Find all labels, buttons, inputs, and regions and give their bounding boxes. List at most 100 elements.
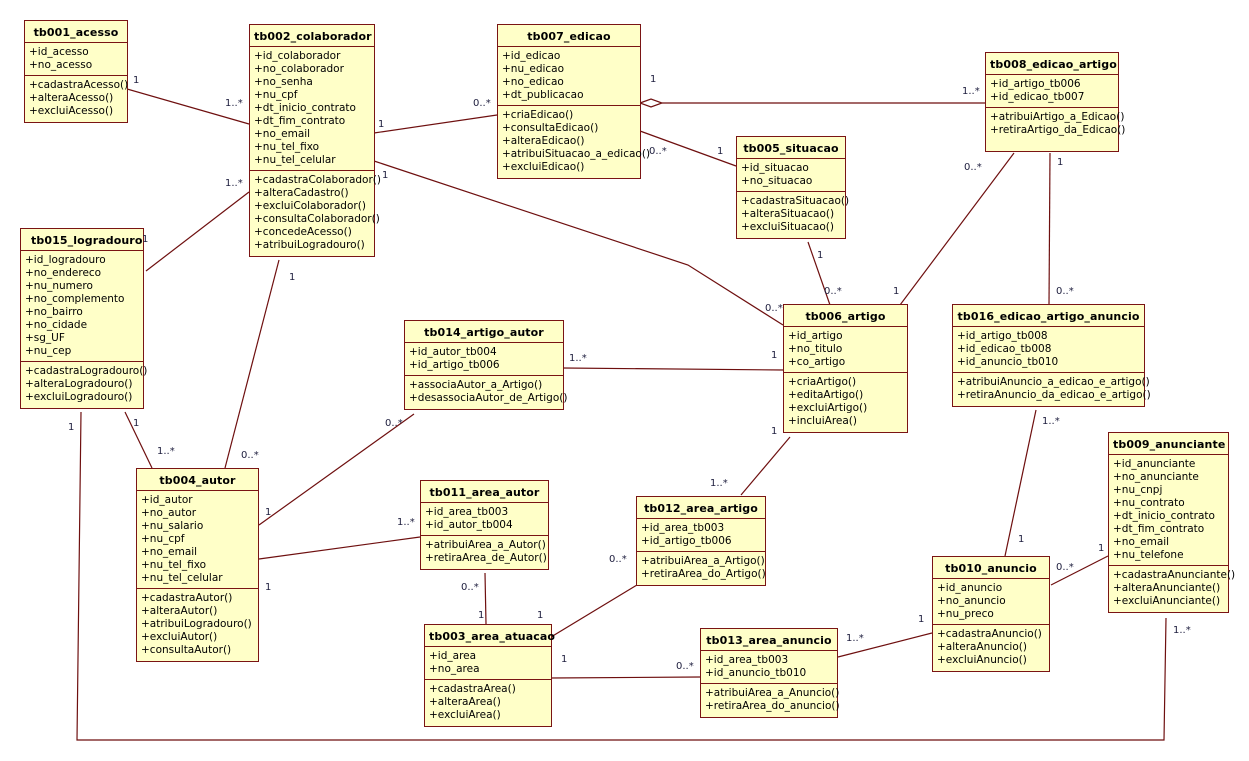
multiplicity-label: 1 bbox=[378, 119, 385, 130]
class-tb016-edicao-artigo-anuncio[interactable]: tb016_edicao_artigo_anuncio +id_artigo_t… bbox=[952, 304, 1151, 407]
link-autor-areaautor[interactable] bbox=[258, 536, 421, 560]
attributes-compartment: +id_artigo +no_titulo +co_artigo bbox=[784, 327, 907, 373]
link-edicaoartigo-edicaoartigoanuncio[interactable] bbox=[1048, 152, 1051, 306]
multiplicity-label: 0..* bbox=[649, 146, 667, 157]
attribute: +nu_cpf bbox=[254, 89, 298, 101]
attribute: +sg_UF bbox=[25, 332, 65, 344]
attributes-compartment: +id_area_tb003 +id_autor_tb004 bbox=[421, 503, 548, 536]
class-tb001-acesso[interactable]: tb001_acesso +id_acesso +no_acesso +cada… bbox=[24, 20, 128, 123]
multiplicity-label: 1 bbox=[133, 75, 140, 86]
multiplicity-label: 1 bbox=[265, 582, 272, 593]
attribute: +id_artigo bbox=[788, 330, 843, 342]
operations-compartment: +criaArtigo() +editaArtigo() +excluiArti… bbox=[784, 373, 907, 432]
class-title: tb004_autor bbox=[137, 469, 258, 491]
multiplicity-label: 0..* bbox=[824, 286, 842, 297]
attribute: +nu_cpf bbox=[141, 533, 185, 545]
class-title: tb008_edicao_artigo bbox=[986, 53, 1118, 75]
class-tb005-situacao[interactable]: tb005_situacao +id_situacao +no_situacao… bbox=[736, 136, 850, 239]
operation: +excluiAnuncio() bbox=[937, 654, 1027, 666]
operation: +atribuiArtigo_a_Edicao() bbox=[990, 111, 1125, 123]
link-situacao-artigo[interactable] bbox=[807, 241, 831, 306]
link-edicaoartigoanuncio-anuncio[interactable] bbox=[1004, 409, 1037, 557]
link-artigoautor-artigo[interactable] bbox=[562, 367, 784, 371]
operation: +criaEdicao() bbox=[502, 109, 574, 121]
multiplicity-label: 1 bbox=[771, 350, 778, 361]
link-autor-artigoautor[interactable] bbox=[258, 413, 415, 526]
operation: +alteraEdicao() bbox=[502, 135, 585, 147]
attribute: +id_area bbox=[429, 650, 477, 662]
operation: +excluiEdicao() bbox=[502, 161, 585, 173]
class-tb008-edicao-artigo[interactable]: tb008_edicao_artigo +id_artigo_tb006 +id… bbox=[985, 52, 1126, 152]
attribute: +dt_inicio_contrato bbox=[1113, 510, 1215, 522]
link-logradouro-anunciante[interactable] bbox=[76, 411, 1167, 741]
attribute: +no_edicao bbox=[502, 76, 564, 88]
operations-compartment: +cadastraLogradouro() +alteraLogradouro(… bbox=[21, 362, 147, 408]
operations-compartment: +cadastraAnunciante() +alteraAnunciante(… bbox=[1109, 566, 1236, 612]
attributes-compartment: +id_acesso +no_acesso bbox=[25, 43, 127, 76]
link-edicao-situacao[interactable] bbox=[639, 130, 737, 167]
operation: +incluiArea() bbox=[788, 415, 857, 427]
multiplicity-label: 1..* bbox=[846, 633, 864, 644]
attribute: +no_senha bbox=[254, 76, 313, 88]
operation: +atribuiAnuncio_a_edicao_e_artigo() bbox=[957, 376, 1150, 388]
link-areaanuncio-anuncio[interactable] bbox=[837, 632, 933, 658]
link-areaautor-areaatuacao[interactable] bbox=[484, 572, 487, 625]
operation: +desassociaAutor_de_Artigo() bbox=[409, 392, 568, 404]
link-colaborador-autor[interactable] bbox=[224, 259, 280, 469]
attribute: +id_autor bbox=[141, 494, 193, 506]
link-logradouro-colaborador[interactable] bbox=[145, 191, 250, 272]
attribute: +no_complemento bbox=[25, 293, 125, 305]
class-title: tb007_edicao bbox=[498, 25, 640, 47]
attribute: +id_anuncio_tb010 bbox=[705, 667, 807, 679]
link-artigo-areaartigo[interactable] bbox=[740, 436, 791, 496]
class-tb003-area-atuacao[interactable]: tb003_area_atuacao +id_area +no_area +ca… bbox=[424, 624, 555, 727]
link-colaborador-edicao[interactable] bbox=[373, 114, 498, 134]
attributes-compartment: +id_area_tb003 +id_artigo_tb006 bbox=[637, 519, 765, 552]
link-logradouro-autor[interactable] bbox=[124, 411, 153, 469]
operation: +cadastraAnunciante() bbox=[1113, 569, 1236, 581]
class-tb015-logradouro[interactable]: tb015_logradouro +id_logradouro +no_ende… bbox=[20, 228, 147, 409]
multiplicity-label: 1..* bbox=[1042, 416, 1060, 427]
operation: +consultaEdicao() bbox=[502, 122, 599, 134]
attributes-compartment: +id_logradouro +no_endereco +nu_numero +… bbox=[21, 251, 143, 362]
class-tb007-edicao[interactable]: tb007_edicao +id_edicao +nu_edicao +no_e… bbox=[497, 24, 650, 179]
operation: +retiraArea_de_Autor() bbox=[425, 552, 547, 564]
class-title: tb016_edicao_artigo_anuncio bbox=[953, 305, 1144, 327]
class-tb011-area-autor[interactable]: tb011_area_autor +id_area_tb003 +id_auto… bbox=[420, 480, 549, 570]
multiplicity-label: 0..* bbox=[1056, 562, 1074, 573]
link-colaborador-artigo[interactable] bbox=[373, 160, 784, 326]
link-areaatuacao-areaanuncio[interactable] bbox=[550, 676, 701, 679]
class-tb014-artigo-autor[interactable]: tb014_artigo_autor +id_autor_tb004 +id_a… bbox=[404, 320, 568, 410]
class-tb006-artigo[interactable]: tb006_artigo +id_artigo +no_titulo +co_a… bbox=[783, 304, 908, 433]
link-areaatuacao-areaartigo[interactable] bbox=[550, 584, 638, 638]
attributes-compartment: +id_situacao +no_situacao bbox=[737, 159, 845, 192]
class-tb009-anunciante[interactable]: tb009_anunciante +id_anunciante +no_anun… bbox=[1108, 432, 1236, 613]
attribute: +no_email bbox=[254, 128, 311, 140]
multiplicity-label: 0..* bbox=[609, 554, 627, 565]
attributes-compartment: +id_artigo_tb008 +id_edicao_tb008 +id_an… bbox=[953, 327, 1144, 373]
operation: +consultaColaborador() bbox=[254, 213, 380, 225]
multiplicity-label: 1 bbox=[133, 418, 140, 429]
attributes-compartment: +id_anuncio +no_anuncio +nu_preco bbox=[933, 579, 1049, 625]
operation: +alteraArea() bbox=[429, 696, 501, 708]
class-title: tb005_situacao bbox=[737, 137, 845, 159]
operation: +excluiAnunciante() bbox=[1113, 595, 1221, 607]
link-edicaoartigo-artigo[interactable] bbox=[899, 152, 1015, 306]
link-anuncio-anunciante[interactable] bbox=[1050, 555, 1109, 586]
operation: +excluiSituacao() bbox=[741, 221, 834, 233]
operation: +cadastraSituacao() bbox=[741, 195, 850, 207]
attribute: +id_situacao bbox=[741, 162, 809, 174]
class-tb002-colaborador[interactable]: tb002_colaborador +id_colaborador +no_co… bbox=[249, 24, 381, 257]
link-acesso-colaborador[interactable] bbox=[126, 88, 250, 125]
attribute: +id_edicao bbox=[502, 50, 561, 62]
operation: +concedeAcesso() bbox=[254, 226, 352, 238]
class-tb004-autor[interactable]: tb004_autor +id_autor +no_autor +nu_sala… bbox=[136, 468, 259, 662]
attribute: +id_artigo_tb006 bbox=[641, 535, 732, 547]
operation: +alteraCadastro() bbox=[254, 187, 349, 199]
attribute: +nu_contrato bbox=[1113, 497, 1185, 509]
class-tb012-area-artigo[interactable]: tb012_area_artigo +id_area_tb003 +id_art… bbox=[636, 496, 766, 586]
operation: +retiraArtigo_da_Edicao() bbox=[990, 124, 1126, 136]
class-tb010-anuncio[interactable]: tb010_anuncio +id_anuncio +no_anuncio +n… bbox=[932, 556, 1050, 672]
operation: +criaArtigo() bbox=[788, 376, 857, 388]
class-tb013-area-anuncio[interactable]: tb013_area_anuncio +id_area_tb003 +id_an… bbox=[700, 628, 840, 718]
